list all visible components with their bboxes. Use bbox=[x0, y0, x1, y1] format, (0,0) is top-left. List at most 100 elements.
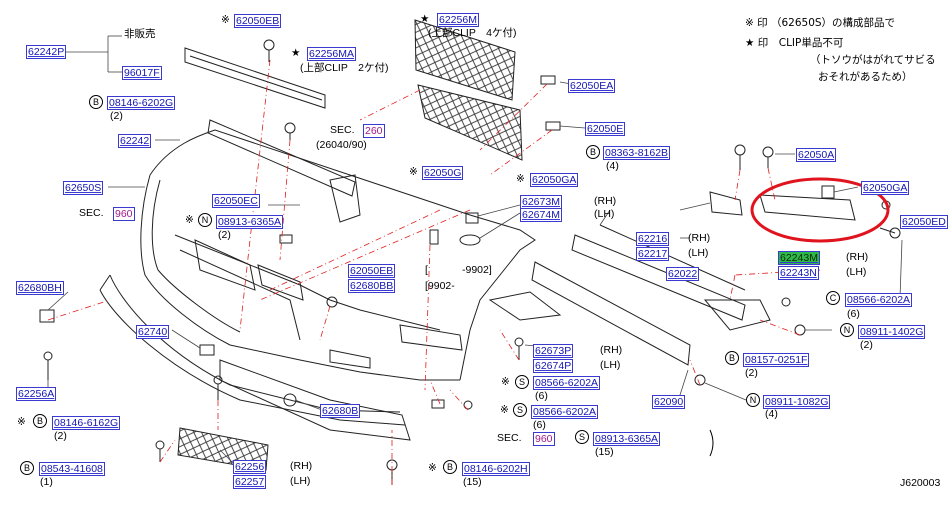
bolt-B-symbol: B bbox=[89, 95, 103, 109]
lower-grille-62256MA bbox=[417, 84, 523, 161]
qty: (2) bbox=[54, 430, 67, 442]
part-62050GA-mid[interactable]: 62050GA bbox=[530, 173, 579, 187]
part-08146-6202G[interactable]: 08146-6202G bbox=[107, 96, 176, 110]
bolt-B-symbol: B bbox=[443, 460, 457, 474]
star-mark: ★ bbox=[291, 47, 301, 59]
upper-clip-2-note: (上部CLIP 2ケ付) bbox=[300, 62, 389, 74]
part-62680BB[interactable]: 62680BB bbox=[348, 279, 396, 293]
part-62050G[interactable]: 62050G bbox=[422, 166, 464, 180]
part-08566-6202A-right[interactable]: 08566-6202A bbox=[845, 293, 913, 307]
diagram-code: J620003 bbox=[900, 477, 941, 489]
qty: (15) bbox=[595, 446, 614, 458]
screw-S-symbol: S bbox=[513, 403, 527, 417]
kome-mark: ※ bbox=[221, 14, 230, 26]
bolt-B-symbol: B bbox=[33, 414, 47, 428]
side-rh: (RH) bbox=[600, 344, 623, 356]
part-62022[interactable]: 62022 bbox=[666, 267, 700, 281]
part-62673M[interactable]: 62673M bbox=[520, 195, 562, 209]
date-from: [9902- bbox=[425, 280, 455, 292]
qty: (6) bbox=[847, 308, 860, 320]
bolt-B-symbol: B bbox=[586, 145, 600, 159]
kome-mark: ※ bbox=[409, 166, 418, 178]
kome-mark: ※ bbox=[501, 376, 510, 388]
part-62650S[interactable]: 62650S bbox=[63, 181, 104, 195]
part-08913-6365A-b[interactable]: 08913-6365A bbox=[593, 432, 661, 446]
side-rh: (RH) bbox=[594, 195, 617, 207]
section-260-link[interactable]: 260 bbox=[363, 124, 385, 138]
sec-prefix: SEC. bbox=[497, 432, 522, 444]
part-62050EB-top[interactable]: 62050EB bbox=[234, 14, 282, 28]
part-62090[interactable]: 62090 bbox=[652, 395, 686, 409]
sec-prefix: SEC. bbox=[330, 124, 355, 136]
part-62680B[interactable]: 62680B bbox=[320, 404, 361, 418]
qty: (2) bbox=[110, 110, 123, 122]
part-96017F[interactable]: 96017F bbox=[122, 66, 162, 80]
part-08911-1082G[interactable]: 08911-1082G bbox=[763, 395, 831, 409]
reinforcement-62022 bbox=[571, 234, 746, 321]
part-62256MA[interactable]: 62256MA bbox=[307, 47, 356, 61]
part-08566-6202A-b[interactable]: 08566-6202A bbox=[531, 405, 599, 419]
note-rust-1: （トソウがはがれてサビる bbox=[810, 54, 936, 66]
part-08363-8162B[interactable]: 08363-8162B bbox=[603, 146, 671, 160]
part-62256[interactable]: 62256 bbox=[233, 460, 267, 474]
part-62217[interactable]: 62217 bbox=[636, 247, 670, 261]
part-62740[interactable]: 62740 bbox=[136, 325, 170, 339]
absorber-62090 bbox=[531, 261, 691, 366]
sec-260-ref: (26040/90) bbox=[316, 139, 367, 151]
part-62673P[interactable]: 62673P bbox=[533, 344, 574, 358]
note-rust-2: おそれがあるため） bbox=[818, 71, 913, 83]
qty: (4) bbox=[765, 408, 778, 420]
part-62674M[interactable]: 62674M bbox=[520, 208, 562, 222]
bracket-62243M bbox=[759, 194, 856, 221]
qty: (2) bbox=[218, 229, 231, 241]
screw-S-symbol: S bbox=[575, 430, 589, 444]
part-08157-0251F[interactable]: 08157-0251F bbox=[743, 353, 810, 367]
part-62242[interactable]: 62242 bbox=[118, 134, 152, 148]
star-mark: ★ bbox=[420, 13, 430, 25]
kome-mark: ※ bbox=[516, 173, 525, 185]
part-08146-6162G[interactable]: 08146-6162G bbox=[52, 416, 121, 430]
part-62050EB-mid[interactable]: 62050EB bbox=[348, 264, 396, 278]
part-62680BH[interactable]: 62680BH bbox=[16, 281, 64, 295]
part-62050EC[interactable]: 62050EC bbox=[212, 194, 260, 208]
part-62050E[interactable]: 62050E bbox=[585, 122, 626, 136]
qty: (1) bbox=[40, 476, 53, 488]
sec-prefix: SEC. bbox=[79, 207, 104, 219]
part-62050A[interactable]: 62050A bbox=[796, 148, 837, 162]
nut-N-symbol: N bbox=[746, 393, 760, 407]
qty: (4) bbox=[606, 160, 619, 172]
note-star: ★ 印 CLIP単品不可 bbox=[745, 37, 844, 49]
part-62243N[interactable]: 62243N bbox=[778, 266, 819, 280]
part-08913-6365A[interactable]: 08913-6365A bbox=[216, 215, 284, 229]
part-62216[interactable]: 62216 bbox=[636, 232, 670, 246]
nut-N-symbol: N bbox=[840, 323, 854, 337]
kome-mark: ※ bbox=[185, 214, 194, 226]
side-rh: (RH) bbox=[290, 460, 313, 472]
bumper-fascia-top bbox=[149, 129, 536, 381]
kome-mark: ※ bbox=[428, 462, 437, 474]
part-62257[interactable]: 62257 bbox=[233, 475, 267, 489]
part-62050EA[interactable]: 62050EA bbox=[568, 79, 616, 93]
bracket-open: [ bbox=[425, 264, 428, 276]
section-960-link-top[interactable]: 960 bbox=[113, 207, 135, 221]
screw-S-symbol: S bbox=[515, 375, 529, 389]
part-08911-1402G[interactable]: 08911-1402G bbox=[858, 325, 926, 339]
part-62674P[interactable]: 62674P bbox=[533, 359, 574, 373]
part-62050GA-right[interactable]: 62050GA bbox=[861, 181, 910, 195]
lower-lip-62740 bbox=[109, 274, 401, 413]
part-62256M[interactable]: 62256M bbox=[437, 13, 479, 27]
bolt-B-symbol: B bbox=[725, 351, 739, 365]
part-62243M[interactable]: 62243M bbox=[778, 251, 820, 265]
part-08146-6202H[interactable]: 08146-6202H bbox=[462, 462, 530, 476]
part-62256A[interactable]: 62256A bbox=[16, 387, 57, 401]
section-960-link-bottom[interactable]: 960 bbox=[533, 432, 555, 446]
part-08566-6202A-a[interactable]: 08566-6202A bbox=[533, 376, 601, 390]
note-kome: ※ 印 （62650S）の構成部品で bbox=[745, 17, 896, 29]
upper-reinforcement-bar bbox=[184, 47, 326, 109]
part-62050ED[interactable]: 62050ED bbox=[900, 215, 948, 229]
side-lh: (LH) bbox=[846, 266, 867, 278]
part-62242P[interactable]: 62242P bbox=[26, 45, 67, 59]
part-08543-41608[interactable]: 08543-41608 bbox=[39, 462, 105, 476]
qty: (6) bbox=[535, 390, 548, 402]
